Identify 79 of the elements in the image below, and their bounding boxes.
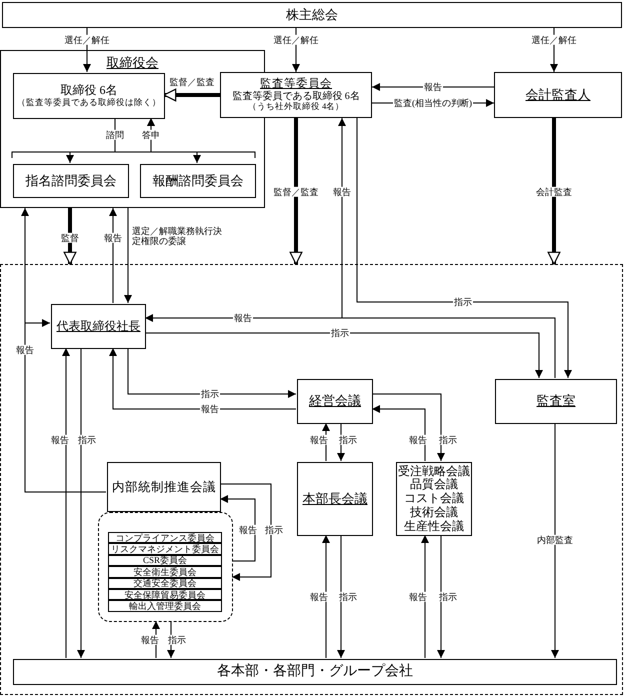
thick-arrow	[290, 118, 302, 265]
arrow	[220, 495, 256, 562]
process-box: 各本部・各部門・グループ会社	[13, 659, 617, 685]
edge-label: 会計監査	[535, 186, 573, 198]
dashed-frame	[0, 264, 623, 695]
process-box: 代表取締役社長	[51, 304, 146, 349]
edge-label: 監督／監査	[272, 186, 320, 198]
edge-label: 選任／解任	[272, 34, 320, 46]
thick-arrow	[163, 88, 220, 102]
arrow	[437, 534, 445, 658]
edge-label: 監督／監査	[168, 76, 216, 88]
process-box: 会計監査人	[494, 72, 622, 118]
process-box: 株主総会	[2, 2, 622, 28]
edge-label: 指示	[330, 328, 350, 338]
edge-label: 報告	[103, 232, 123, 244]
arrow	[124, 208, 132, 304]
arrow	[109, 208, 117, 304]
edge-label: 指示	[338, 592, 358, 602]
edge-label: 指示	[264, 524, 284, 536]
arrow	[62, 348, 70, 658]
process-box: 報酬諮問委員会	[140, 164, 256, 198]
edge-label: 指示	[77, 434, 97, 446]
edge-label: 報告	[15, 344, 35, 356]
edge-label: 指示	[438, 592, 458, 602]
process-box: 指名諮問委員会	[13, 164, 129, 198]
process-box: 監査等委員会 監査等委員である取締役 6名 （うち社外取締役 4名）	[220, 72, 372, 118]
edge-label: 選定／解職業務執行決定権限の委譲	[131, 226, 225, 247]
edge-label: 答申	[141, 130, 161, 140]
edge-label: 指示	[167, 634, 187, 646]
arrow	[144, 332, 543, 378]
edge-label: 報告	[423, 82, 443, 92]
edge-label: 報告	[200, 404, 220, 414]
list-row: リスクマネジメント委員会	[108, 543, 222, 555]
edge-label: 指示	[438, 434, 458, 446]
edge-label: 報告	[233, 312, 253, 324]
arrow	[322, 534, 330, 658]
arrow	[551, 422, 559, 658]
list-row: 安全衛生委員会	[108, 566, 222, 578]
edge-label: 選任／解任	[64, 34, 110, 46]
arrow	[372, 405, 426, 462]
arrow	[77, 348, 85, 658]
edge-label: 報告	[238, 524, 258, 536]
edge-label: 指示	[200, 388, 220, 400]
edge-label: 諮問	[105, 130, 125, 140]
edge-label: 報告	[309, 592, 329, 602]
list-row: コンプライアンス委員会	[108, 532, 222, 544]
thick-arrow	[548, 118, 560, 265]
edge-label: 報告	[50, 434, 70, 446]
process-box: 経営会議	[297, 379, 373, 424]
process-box: 受注戦略会議 品質会議 コスト会議 技術会議 生産性会議	[396, 462, 472, 536]
edge-label: 指示	[338, 434, 358, 446]
arrow	[128, 348, 296, 398]
list-row: 安全保障貿易委員会	[108, 589, 222, 600]
arrow	[109, 348, 296, 410]
edge-label: 監査(相当性の判断)	[393, 98, 473, 108]
edge-label: 監督	[60, 232, 80, 244]
process-box: 取締役 6名 （監査等委員である取締役は除く）	[13, 73, 165, 119]
arrow	[337, 534, 345, 658]
edge-label: 報告	[309, 434, 329, 446]
edge-label: 報告	[408, 592, 428, 602]
group-title: 取締役会	[106, 54, 158, 72]
edge-label: 選任／解任	[530, 34, 578, 46]
edge-label: 報告	[408, 434, 428, 446]
list-row: 輸出入管理委員会	[108, 600, 222, 612]
arrow	[372, 83, 494, 91]
arrow	[152, 620, 160, 658]
dashed-frame	[98, 512, 233, 622]
edge-label: 指示	[453, 296, 473, 308]
arrow	[421, 534, 429, 658]
edge-label: 報告	[332, 186, 352, 198]
arrow	[220, 484, 272, 581]
process-box: 本部長会議	[297, 462, 373, 536]
arrow	[167, 620, 175, 658]
process-box: 内部統制推進会議	[107, 462, 221, 512]
edge-label: 内部監査	[536, 534, 574, 546]
thick-arrow	[64, 208, 76, 265]
edge-label: 報告	[140, 634, 160, 646]
process-box: 監査室	[495, 379, 617, 424]
arrow	[372, 394, 445, 462]
